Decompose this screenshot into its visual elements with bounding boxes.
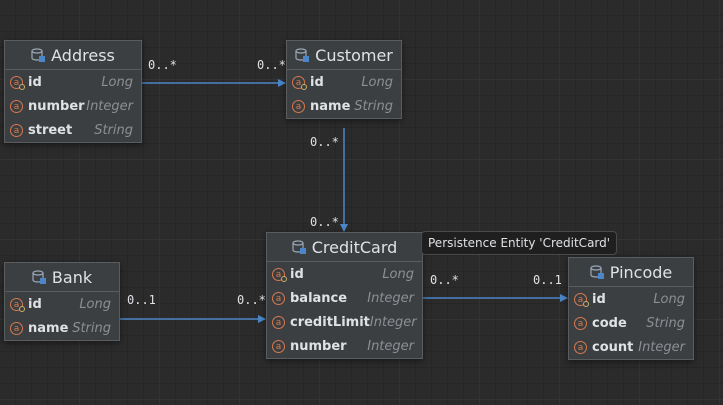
field-name: code <box>592 315 627 331</box>
entity-header: CreditCard <box>267 233 422 262</box>
field-name: id <box>28 74 42 90</box>
field-name: count <box>592 339 634 355</box>
field-type: Integer <box>638 339 685 355</box>
attribute-icon: a <box>272 315 285 329</box>
attribute-key-icon: a <box>292 75 307 90</box>
attribute-icon: a <box>574 340 587 354</box>
multiplicity-label: 0..1 <box>127 293 156 307</box>
database-icon <box>292 240 306 254</box>
attribute-icon: a <box>10 321 23 335</box>
database-icon <box>590 265 604 279</box>
attribute-key-icon: a <box>10 297 25 312</box>
multiplicity-label: 0..* <box>237 293 266 307</box>
entity-header: Customer <box>287 41 401 70</box>
attribute-icon: a <box>10 99 23 113</box>
field-type: Long <box>653 291 685 307</box>
field-name: name <box>310 98 351 114</box>
field-type: Long <box>382 266 414 282</box>
database-icon <box>31 48 46 62</box>
field-name: id <box>290 266 304 282</box>
entity-title: Bank <box>51 267 93 287</box>
field-type: String <box>72 320 111 336</box>
multiplicity-label: 0..* <box>310 215 339 229</box>
field-name: id <box>310 74 324 90</box>
entity-title: CreditCard <box>311 237 398 257</box>
field-type: String <box>354 98 393 114</box>
field-name: number <box>290 338 347 354</box>
multiplicity-label: 0..* <box>310 135 339 149</box>
entity-title: Pincode <box>609 262 673 282</box>
field-type: Integer <box>86 98 133 114</box>
attribute-icon: a <box>10 123 23 137</box>
entity-header: Address <box>5 41 141 70</box>
field-type: Long <box>79 296 111 312</box>
field-type: Integer <box>369 314 417 330</box>
field-type: String <box>94 122 133 138</box>
field-type: Integer <box>367 290 414 306</box>
multiplicity-label: 0..* <box>257 58 286 72</box>
database-icon <box>295 48 310 62</box>
entity-title: Address <box>51 45 115 65</box>
field-type: String <box>646 315 685 331</box>
field-name: name <box>28 320 69 336</box>
entity-title: Customer <box>315 45 393 65</box>
field-name: id <box>592 291 606 307</box>
multiplicity-label: 0..* <box>148 58 177 72</box>
field-type: Long <box>101 74 133 90</box>
entity-header: Bank <box>5 263 119 292</box>
field-type: Long <box>361 74 393 90</box>
field-name: street <box>28 122 73 138</box>
attribute-key-icon: a <box>10 75 25 90</box>
attribute-icon: a <box>292 99 305 113</box>
attribute-key-icon: a <box>272 267 287 282</box>
attribute-icon: a <box>574 316 587 330</box>
field-name: number <box>28 98 85 114</box>
attribute-key-icon: a <box>574 292 589 307</box>
attribute-icon: a <box>272 339 285 353</box>
attribute-icon: a <box>272 291 285 305</box>
field-type: Integer <box>367 338 414 354</box>
entity-tooltip: Persistence Entity 'CreditCard' <box>421 231 618 255</box>
field-name: balance <box>290 290 348 306</box>
entity-header: Pincode <box>569 258 693 287</box>
multiplicity-label: 0..1 <box>533 273 562 287</box>
field-name: id <box>28 296 42 312</box>
field-name: creditLimit <box>290 314 370 330</box>
field-row[interactable]: a balance Integer <box>267 286 422 310</box>
multiplicity-label: 0..* <box>430 273 459 287</box>
database-icon <box>32 270 46 284</box>
